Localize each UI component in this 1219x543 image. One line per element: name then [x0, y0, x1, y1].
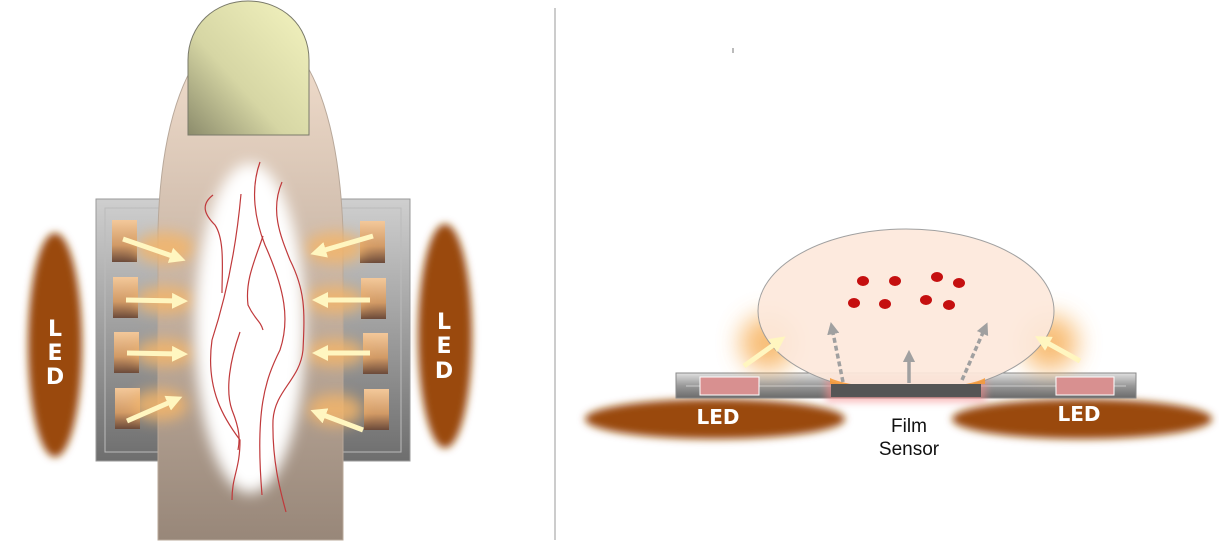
led-left-glow-horizontal	[585, 399, 845, 439]
sensor-label: Sensor	[879, 439, 940, 460]
finger-cross-section	[757, 228, 1055, 394]
light-arrows-right	[310, 233, 374, 433]
film-sensor-diagram: LED LED Film Sensor	[585, 228, 1212, 460]
led-right-letter-e: E	[436, 334, 451, 359]
light-arrows-left	[122, 236, 188, 424]
blood-cells	[848, 272, 965, 310]
led-right-label: LED	[1057, 402, 1100, 426]
led-left-label: LED	[696, 405, 739, 429]
led-left-chip	[699, 376, 760, 396]
led-left-letter-d: D	[46, 365, 64, 390]
finger-illumination-diagram: L E D L E D	[28, 0, 472, 541]
veins	[204, 161, 305, 513]
led-left-glow	[28, 233, 82, 457]
film-sensor	[831, 384, 981, 397]
reflected-light-arrows	[827, 321, 989, 383]
led-right-letter-d: D	[435, 359, 453, 384]
transilluminated-area	[195, 163, 305, 493]
led-right-chip	[1055, 376, 1115, 396]
led-left-letter-e: E	[47, 341, 62, 366]
nail	[187, 0, 310, 136]
light-arrows-led	[742, 336, 1082, 369]
led-right-glow	[418, 224, 472, 448]
led-left-letter-l: L	[48, 317, 62, 342]
led-right-letter-l: L	[437, 310, 451, 335]
led-right-glow-horizontal	[952, 399, 1212, 439]
film-label: Film	[891, 416, 927, 437]
